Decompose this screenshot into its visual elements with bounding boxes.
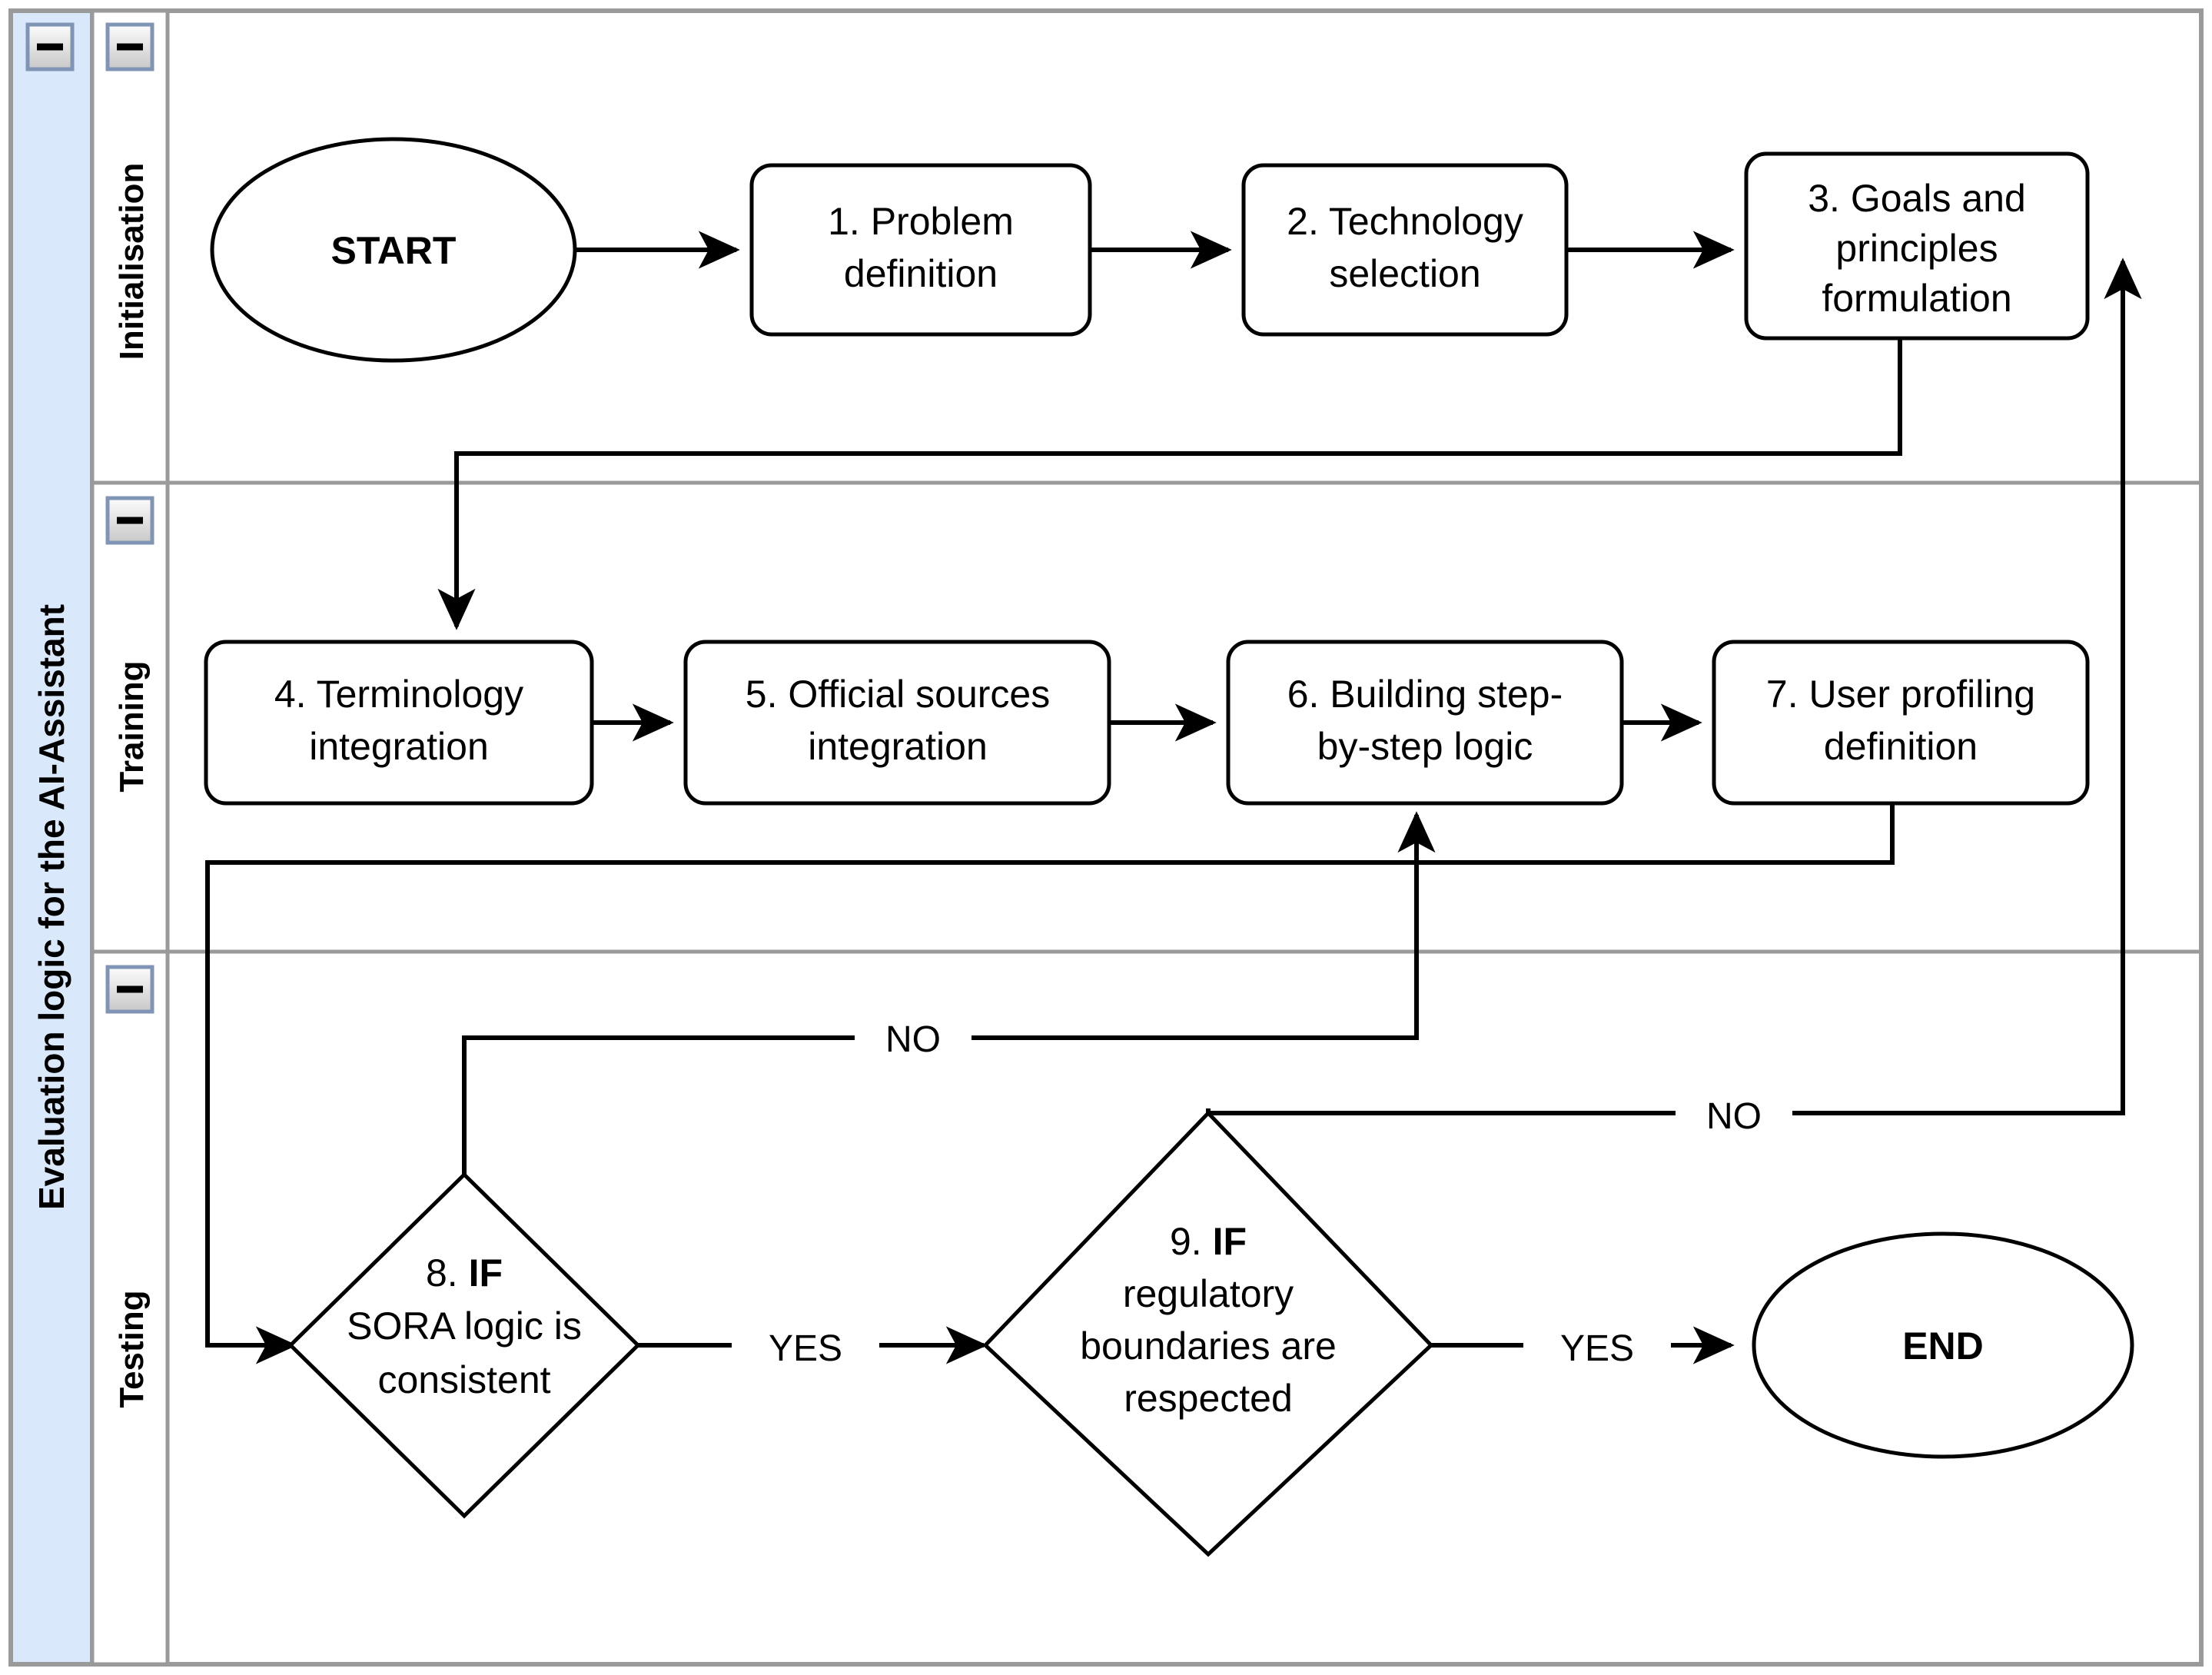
diamond-9-line-4: respected: [1124, 1377, 1293, 1420]
box-1-line-1: 1. Problem: [828, 200, 1014, 243]
box-2-line-1: 2. Technology: [1287, 200, 1523, 243]
box-6[interactable]: [1226, 640, 1624, 806]
box-5-line-1: 5. Official sources: [746, 673, 1050, 716]
box-7-line-1: 7. User profiling: [1766, 673, 2035, 716]
end-ellipse[interactable]: [1752, 1231, 2134, 1459]
node-5-official-sources-integration[interactable]: 5. Official sources integration: [683, 640, 1111, 806]
diamond-9-prefix: 9.: [1170, 1220, 1213, 1263]
start-label: START: [331, 229, 457, 272]
diamond-8-line-1: 8. IF: [426, 1251, 503, 1294]
edge-7-to-8: [205, 801, 1895, 1364]
lane-label-testing: Testing: [113, 1290, 151, 1407]
node-start[interactable]: START: [210, 137, 577, 363]
lane-header-testing[interactable]: [90, 949, 170, 1667]
diamond-8[interactable]: [287, 1172, 641, 1519]
pool-title: Evaluation logic for the AI-Assistant: [32, 604, 71, 1210]
lane-label-training: Training: [113, 660, 151, 792]
lane-collapse-button-initialisation[interactable]: [105, 22, 154, 71]
node-8-if-sora-logic-consistent[interactable]: 8. IF SORA logic is consistent: [287, 1172, 641, 1519]
edge-label-no-2: NO: [1706, 1096, 1762, 1137]
diamond-8-keyword: IF: [469, 1251, 503, 1294]
yes-2-label-bg: [1523, 1322, 1671, 1371]
diamond-9-line-3: boundaries are: [1080, 1324, 1337, 1368]
start-ellipse[interactable]: [210, 137, 577, 363]
yes-1-label-bg: [732, 1322, 879, 1371]
no-2-label-bg: [1676, 1090, 1792, 1139]
box-6-line-1: 6. Building step-: [1287, 673, 1563, 716]
box-4-line-1: 4. Terminology: [274, 673, 523, 716]
node-7-user-profiling-definition[interactable]: 7. User profiling definition: [1712, 640, 2090, 806]
lane-label-initialisation: Initialisation: [113, 163, 151, 361]
box-3[interactable]: [1744, 151, 2090, 341]
box-5[interactable]: [683, 640, 1111, 806]
box-4-line-2: integration: [309, 725, 489, 768]
no-1-label-bg: [855, 1013, 971, 1062]
node-3-goals-principles-formulation[interactable]: 3. Goals and principles formulation: [1744, 151, 2090, 341]
node-end[interactable]: END: [1752, 1231, 2134, 1459]
box-3-line-1: 3. Goals and: [1808, 177, 2026, 220]
lane-collapse-button-training[interactable]: [105, 496, 154, 545]
box-3-line-2: principles: [1835, 227, 1998, 270]
pool-header[interactable]: [8, 8, 95, 1667]
node-6-building-step-by-step-logic[interactable]: 6. Building step- by-step logic: [1226, 640, 1624, 806]
edge-label-yes-2: YES: [1560, 1328, 1634, 1369]
node-9-if-regulatory-boundaries-respected[interactable]: 9. IF regulatory boundaries are respecte…: [982, 1110, 1434, 1557]
box-4[interactable]: [204, 640, 594, 806]
diamond-9-keyword: IF: [1213, 1220, 1247, 1263]
box-7-line-2: definition: [1824, 725, 1978, 768]
node-1-problem-definition[interactable]: 1. Problem definition: [749, 163, 1092, 337]
diamond-9-line-2: regulatory: [1123, 1272, 1294, 1315]
edge-label-no-1: NO: [885, 1019, 941, 1060]
lane-collapse-button-testing[interactable]: [105, 965, 154, 1014]
box-2-line-2: selection: [1329, 252, 1480, 295]
box-6-line-2: by-step logic: [1317, 725, 1533, 768]
box-1-line-2: definition: [844, 252, 998, 295]
box-2[interactable]: [1241, 163, 1569, 337]
diamond-9-line-1: 9. IF: [1170, 1220, 1247, 1263]
edge-label-yes-1: YES: [769, 1328, 842, 1369]
pool-collapse-button[interactable]: [25, 22, 75, 71]
box-3-line-3: formulation: [1822, 277, 2011, 320]
edge-3-to-4: [437, 338, 1902, 630]
diamond-8-line-2: SORA logic is: [347, 1304, 582, 1348]
node-4-terminology-integration[interactable]: 4. Terminology integration: [204, 640, 594, 806]
box-7[interactable]: [1712, 640, 2090, 806]
box-1[interactable]: [749, 163, 1092, 337]
end-label: END: [1902, 1324, 1984, 1368]
node-2-technology-selection[interactable]: 2. Technology selection: [1241, 163, 1569, 337]
diamond-9[interactable]: [982, 1110, 1434, 1557]
diamond-8-prefix: 8.: [426, 1251, 469, 1294]
box-5-line-2: integration: [808, 725, 988, 768]
diamond-8-line-3: consistent: [377, 1358, 550, 1401]
